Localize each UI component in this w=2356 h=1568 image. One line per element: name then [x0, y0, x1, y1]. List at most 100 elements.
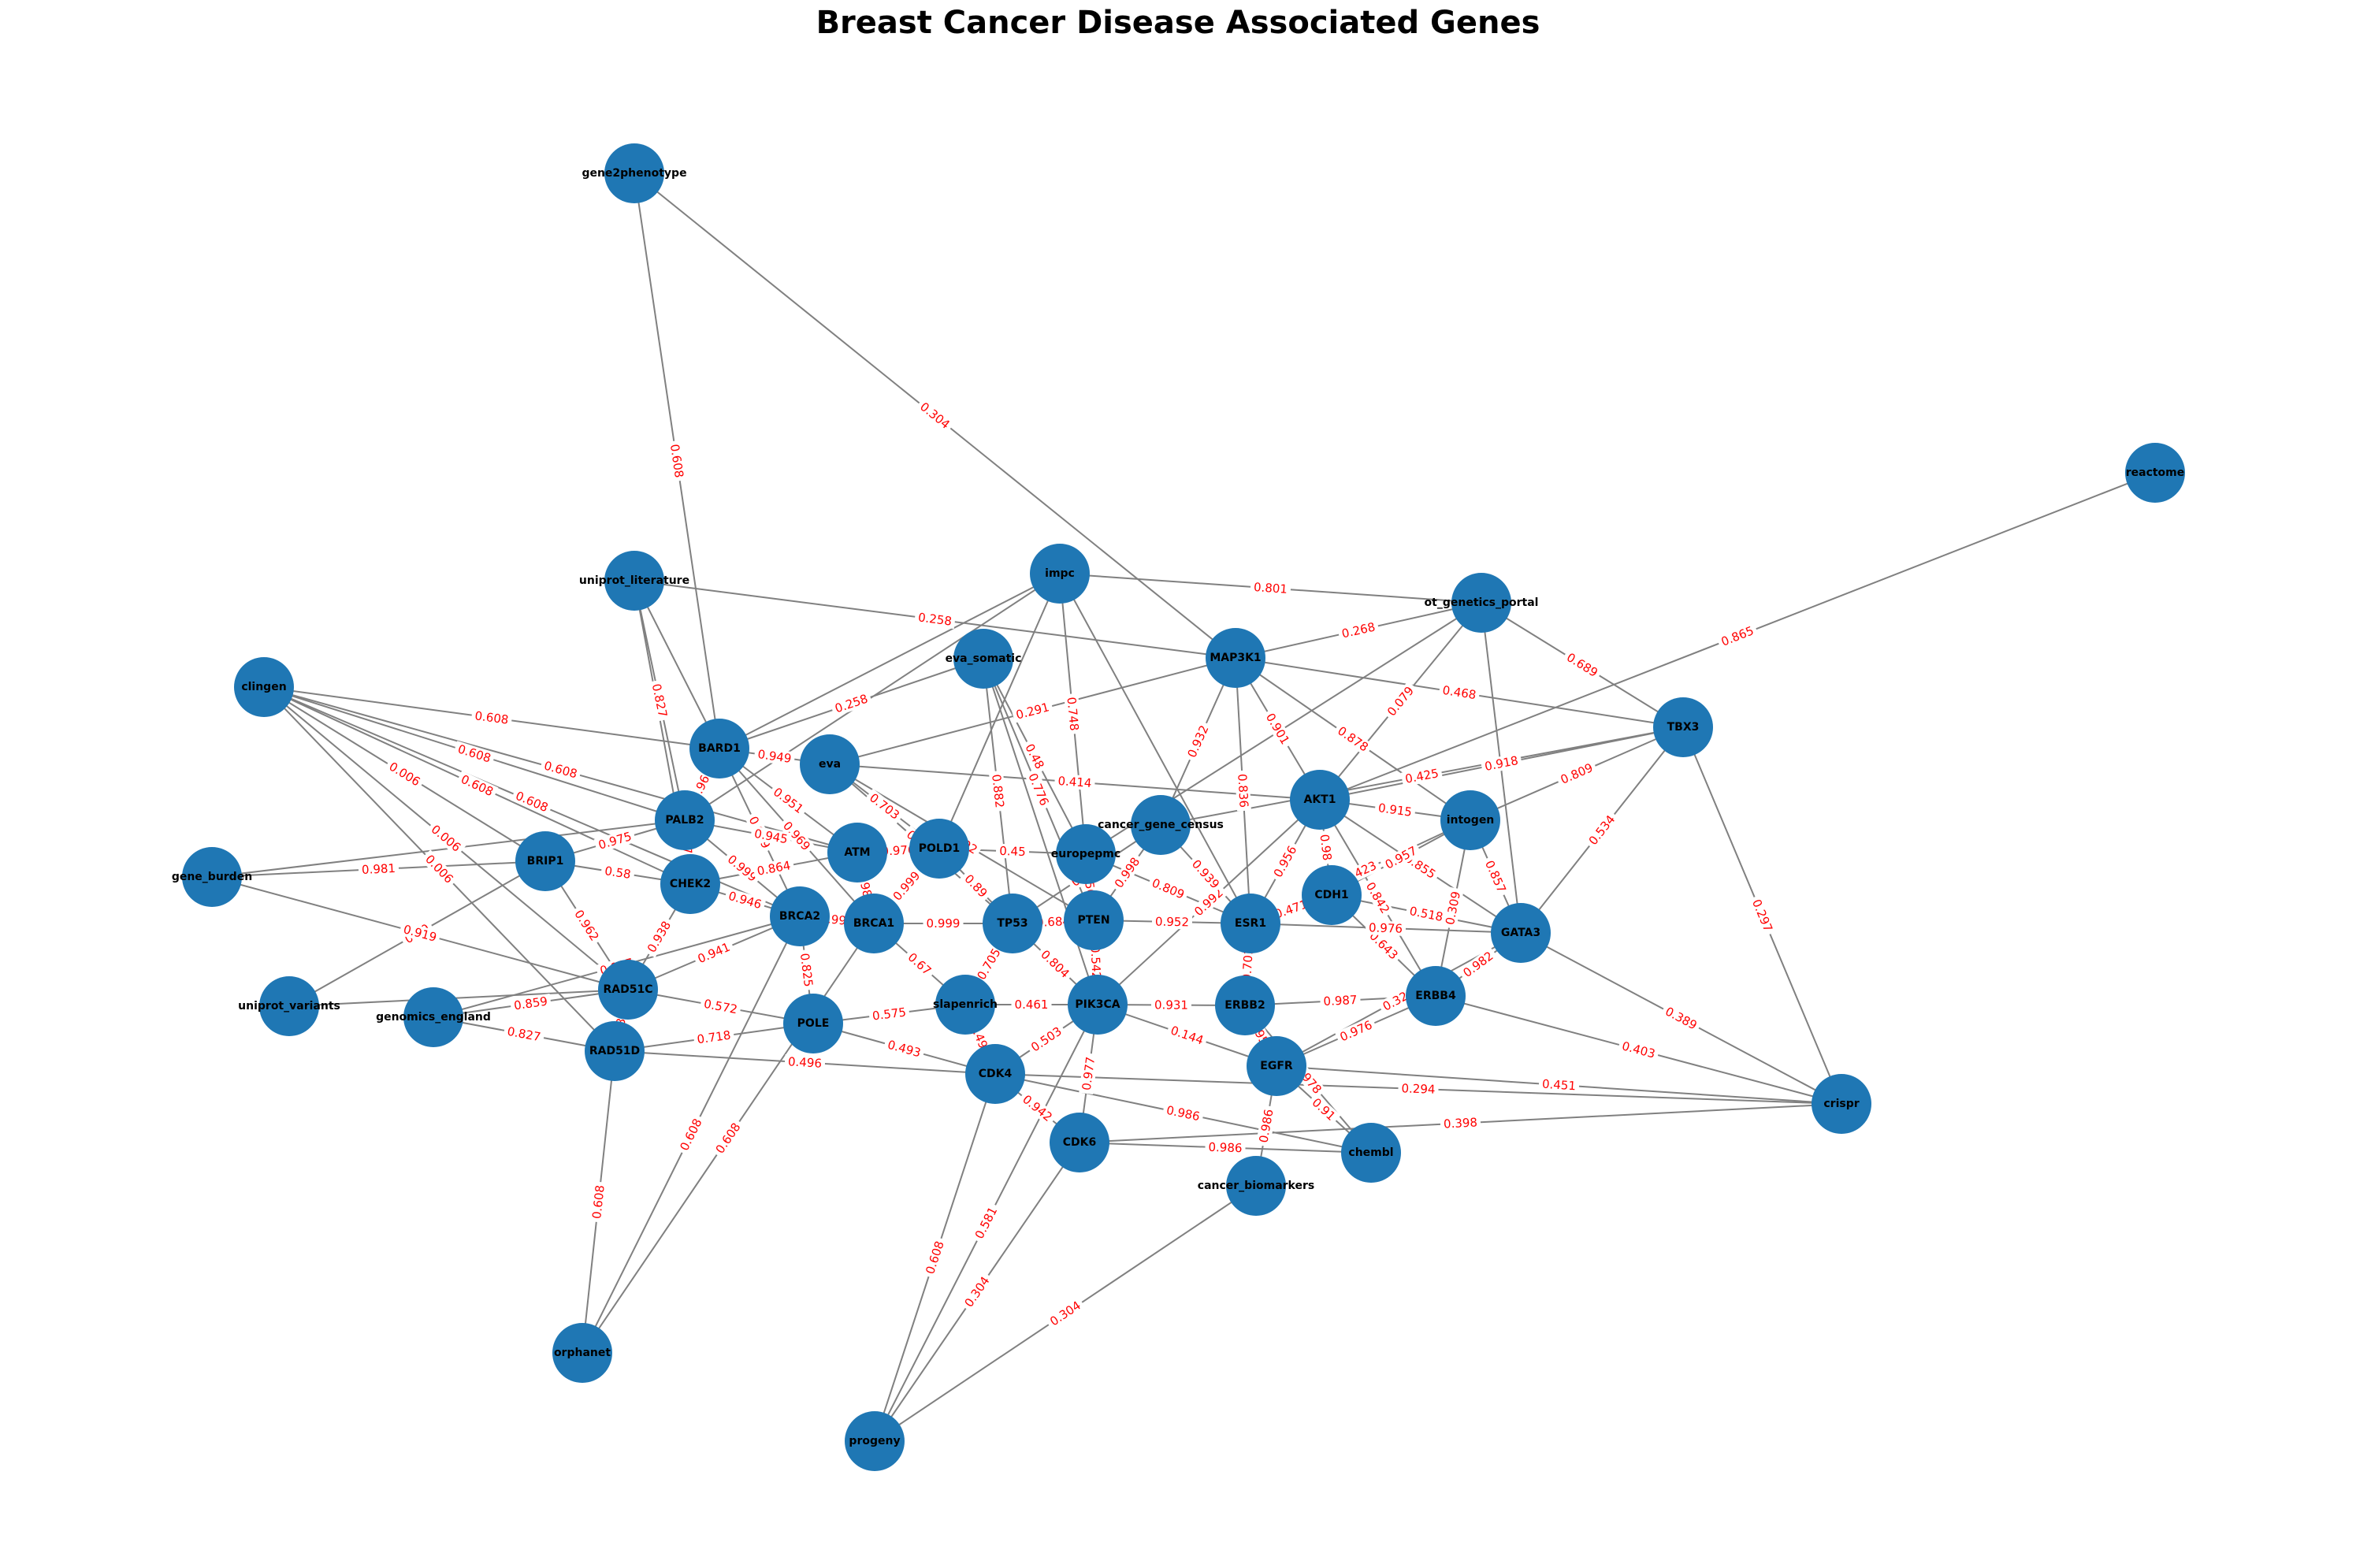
- edge-weight-text: 0.986: [1165, 1103, 1202, 1124]
- edge-weight-label-bg: [1044, 1296, 1087, 1331]
- edge-weight-label-bg: [539, 757, 582, 782]
- node-tbx3: TBX3: [1653, 697, 1713, 757]
- node-label: CHEK2: [670, 878, 711, 890]
- edge-weight-label: 0.804: [1035, 945, 1075, 983]
- edge-weight-text: 0.608: [542, 759, 578, 782]
- node-orphanet: orphanet: [552, 1323, 612, 1383]
- node-europepmc: europepmc: [1051, 824, 1120, 884]
- edge-weight-label-bg: [1306, 1093, 1341, 1126]
- edge-weight-text: 0.809: [1559, 760, 1596, 787]
- edge-weight-label: 0.258: [830, 690, 873, 717]
- node-label: RAD51D: [589, 1045, 640, 1057]
- edge-weight-text: 0.608: [459, 772, 496, 799]
- edge-weight-text: 0.581: [972, 1205, 1001, 1241]
- edge-weight-label-bg: [711, 1117, 745, 1159]
- edge-weight-text: 0.304: [961, 1274, 992, 1310]
- edge-weight-label-bg: [589, 1181, 608, 1223]
- edge-weight-label: 0.258: [914, 609, 956, 630]
- edge-weight-text: 0.836: [1235, 774, 1250, 808]
- edge-weight-label: 0.542: [1087, 942, 1104, 983]
- edge-weight-label: 0.748: [1064, 693, 1082, 735]
- node-brca2: BRCA2: [770, 886, 830, 946]
- edge-weight-label-bg: [1458, 946, 1499, 983]
- edge-weight-label-bg: [1011, 699, 1054, 723]
- edge-weight-text: 0.932: [1185, 723, 1212, 760]
- edge-weight-label: 0.901: [1261, 708, 1295, 750]
- edge-weight-label: 0.403: [1617, 1038, 1660, 1062]
- edge-weight-label-bg: [1365, 920, 1407, 936]
- edge-weight-label-bg: [1032, 914, 1074, 930]
- edge-weight-label: 0.608: [589, 1181, 608, 1223]
- edge-weight-label-bg: [593, 828, 637, 853]
- edge-weight-text: 0.297: [1749, 897, 1775, 934]
- node-circle: [965, 1044, 1025, 1104]
- edge-weight-text: 0.608: [712, 1120, 743, 1157]
- edge-weight-label-bg: [995, 843, 1030, 860]
- edge-weight-text: 0.931: [1154, 998, 1188, 1012]
- edge-weight-label: 0.297: [1748, 894, 1777, 937]
- node-label: uniprot_variants: [238, 1000, 340, 1013]
- node-pik3ca: PIK3CA: [1068, 975, 1128, 1035]
- edge-weight-label-bg: [1361, 876, 1395, 920]
- node-cancer-biomarkers: cancer_biomarkers: [1198, 1156, 1314, 1216]
- edge-weight-label-bg: [1150, 998, 1192, 1013]
- node-circle: [2125, 443, 2185, 503]
- edge-weight-label: 0.58: [600, 863, 636, 882]
- node-label: crispr: [1823, 1098, 1859, 1110]
- edge-weight-label: 0.776: [1024, 768, 1054, 811]
- node-circle: [1451, 573, 1511, 633]
- node-circle: [660, 854, 720, 914]
- edge-weight-label-bg: [399, 921, 441, 946]
- node-circle: [1068, 975, 1128, 1035]
- node-circle: [1653, 697, 1713, 757]
- edge-weight-label: 0.493: [883, 1036, 926, 1061]
- node-label: impc: [1045, 567, 1075, 580]
- edge-weight-label-bg: [1189, 883, 1228, 921]
- node-circle: [800, 734, 860, 794]
- node-label: RAD51C: [604, 983, 653, 996]
- edge-weight-label: 0.999: [887, 866, 926, 906]
- edge-weight-label: 0.608: [667, 440, 687, 482]
- node-label: CDK6: [1063, 1136, 1097, 1149]
- node-circle: [1215, 975, 1275, 1035]
- node-label: eva_somatic: [946, 652, 1022, 665]
- edge-weight-label: 0.67: [902, 947, 937, 981]
- node-label: POLE: [797, 1017, 830, 1030]
- edge-weight-label: 0.294: [1398, 1081, 1439, 1097]
- node-circle: [182, 847, 242, 907]
- edge-weight-label-bg: [570, 905, 604, 946]
- node-circle: [234, 657, 294, 717]
- node-label: POLD1: [919, 842, 960, 855]
- node-genomics-england: genomics_england: [376, 987, 491, 1047]
- edge-weight-text: 0.878: [1335, 723, 1371, 754]
- edge-weight-label: 0.976: [1365, 920, 1407, 936]
- edge-weight-label-bg: [1480, 752, 1523, 775]
- node-label: europepmc: [1051, 848, 1120, 860]
- node-circle: [783, 994, 843, 1053]
- edge-weight-text: 0.825: [797, 953, 816, 988]
- edge-weight-text: 0.291: [1014, 700, 1050, 722]
- edge-weight-text: 0.534: [1586, 812, 1618, 848]
- edge-weight-label: 0.809: [1146, 874, 1190, 904]
- node-circle: [655, 790, 715, 850]
- edge-weight-label-bg: [1020, 738, 1049, 775]
- edge-weight-label-bg: [1335, 1016, 1377, 1046]
- edge-weight-label: 0.689: [1561, 648, 1603, 682]
- edge-weight-label: 0.999: [923, 916, 964, 931]
- edge-weight-label-bg: [1024, 768, 1054, 811]
- node-circle: [827, 823, 887, 882]
- node-egfr: EGFR: [1247, 1036, 1306, 1096]
- edge-weight-label-bg: [749, 825, 793, 848]
- edge-weight-label-bg: [1239, 943, 1257, 986]
- edge-weight-label-bg: [1584, 809, 1620, 851]
- node-progeny: progeny: [845, 1411, 905, 1471]
- edge-weight-text: 0.304: [917, 399, 953, 432]
- node-circle: [1406, 966, 1466, 1026]
- edge-weight-text: 0.976: [1369, 920, 1403, 935]
- edge-weight-label: 0.575: [868, 1004, 910, 1024]
- edge-weight-label-bg: [1025, 1022, 1068, 1057]
- edge-weight-label: 0.718: [693, 1027, 735, 1047]
- node-label: ERBB4: [1415, 990, 1456, 1002]
- edge-weight-label-bg: [1269, 840, 1302, 883]
